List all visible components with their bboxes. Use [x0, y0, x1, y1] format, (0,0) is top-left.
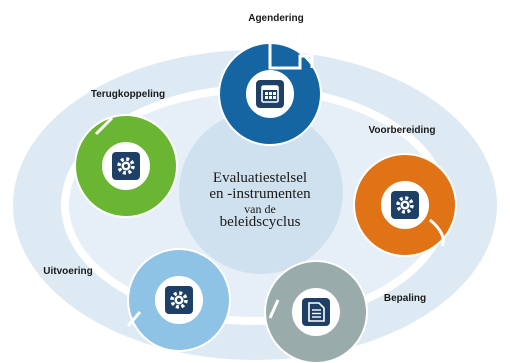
label-voorbereiding: Voorbereiding	[368, 125, 436, 136]
center-title-line-3: van de	[244, 201, 276, 216]
stage-bepaling	[264, 260, 368, 363]
stage-uitvoering	[126, 248, 231, 352]
stage-agendering	[218, 42, 322, 146]
center-title-line-1: Evaluatiestelsel	[212, 170, 308, 186]
calendar-icon	[261, 85, 279, 103]
gear-icon	[396, 196, 414, 214]
center-circle	[179, 110, 343, 274]
center-title-line-2: en -instrumenten	[209, 185, 311, 202]
label-bepaling: Bepaling	[383, 293, 427, 304]
label-agendering: Agendering	[248, 13, 304, 24]
label-terugkoppeling: Terugkoppeling	[90, 89, 166, 100]
stage-voorbereiding	[353, 153, 457, 257]
label-uitvoering: Uitvoering	[43, 266, 93, 277]
stage-terugkoppeling	[74, 114, 178, 218]
center-title: Evaluatiestelsel en -instrumenten van de…	[200, 170, 320, 231]
gear-icon	[170, 291, 188, 309]
gear-icon	[117, 157, 135, 175]
document-icon	[308, 302, 325, 322]
center-title-line-4: beleidscyclus	[219, 214, 301, 231]
